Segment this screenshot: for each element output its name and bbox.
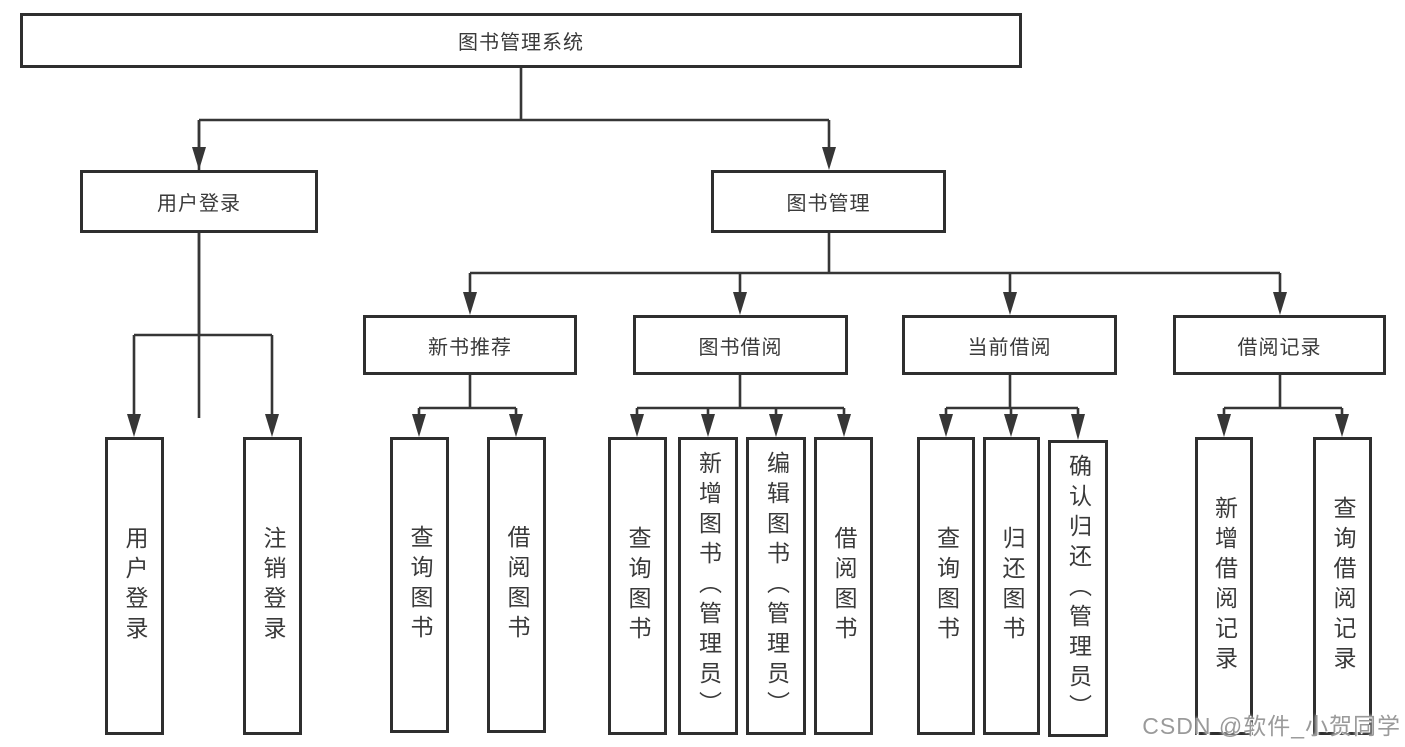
leaf-logout: 注销登录 [243,437,302,735]
leaf-borrow-edit-admin: 编辑图书（管理员） [746,437,806,735]
leaf-borrow-add-admin: 新增图书（管理员） [678,437,738,735]
leaf-current-query-label: 查询图书 [933,526,960,646]
leaf-borrow-add-admin-label: 新增图书（管理员） [695,451,722,721]
leaf-newbooks-query-label: 查询图书 [407,525,433,645]
leaf-current-confirm-admin: 确认归还（管理员） [1048,440,1108,737]
leaf-logout-label: 注销登录 [260,526,286,646]
connector-newbooks-to-leaves [412,375,523,437]
leaf-current-confirm-admin-label: 确认归还（管理员） [1065,453,1092,724]
leaf-user-login: 用户登录 [105,437,164,735]
node-borrow-records-label: 借阅记录 [1237,336,1322,359]
leaf-newbooks-borrow-label: 借阅图书 [504,525,530,645]
leaf-borrow-borrow: 借阅图书 [814,437,873,735]
leaf-newbooks-query: 查询图书 [390,437,449,733]
node-new-book-recommend-label: 新书推荐 [428,336,512,359]
leaf-current-query: 查询图书 [917,437,975,735]
node-user-login-label: 用户登录 [157,193,241,215]
node-root: 图书管理系统 [20,13,1022,68]
connector-currentborrow-to-leaves [939,375,1085,440]
node-user-login: 用户登录 [80,170,318,233]
connector-root-to-level2 [192,68,836,418]
leaf-records-add-label: 新增借阅记录 [1211,496,1238,676]
node-book-management-label: 图书管理 [786,193,871,215]
node-new-book-recommend: 新书推荐 [363,315,577,375]
leaf-newbooks-borrow: 借阅图书 [487,437,546,733]
leaf-borrow-borrow-label: 借阅图书 [831,526,857,646]
connector-bookborrow-to-leaves [630,375,851,437]
leaf-current-return-label: 归还图书 [999,526,1025,646]
node-current-borrow: 当前借阅 [902,315,1117,375]
node-book-management: 图书管理 [711,170,946,233]
node-book-borrow: 图书借阅 [633,315,848,375]
leaf-records-query: 查询借阅记录 [1313,437,1372,735]
csdn-watermark: CSDN @软件_小贺同学 [1142,713,1401,739]
leaf-records-add: 新增借阅记录 [1195,437,1253,735]
leaf-borrow-edit-admin-label: 编辑图书（管理员） [763,451,790,721]
node-current-borrow-label: 当前借阅 [967,336,1052,359]
leaf-borrow-query: 查询图书 [608,437,667,735]
connector-bookmgmt-to-level3 [463,233,1287,315]
leaf-current-return: 归还图书 [983,437,1040,735]
node-root-label: 图书管理系统 [458,32,584,54]
connector-borrowrecords-to-leaves [1217,375,1349,437]
node-borrow-records: 借阅记录 [1173,315,1386,375]
leaf-borrow-query-label: 查询图书 [625,526,651,646]
node-book-borrow-label: 图书借阅 [698,336,783,359]
leaf-user-login-label: 用户登录 [122,526,148,646]
connector-userlogin-to-leaves [127,233,279,437]
leaf-records-query-label: 查询借阅记录 [1330,496,1356,676]
